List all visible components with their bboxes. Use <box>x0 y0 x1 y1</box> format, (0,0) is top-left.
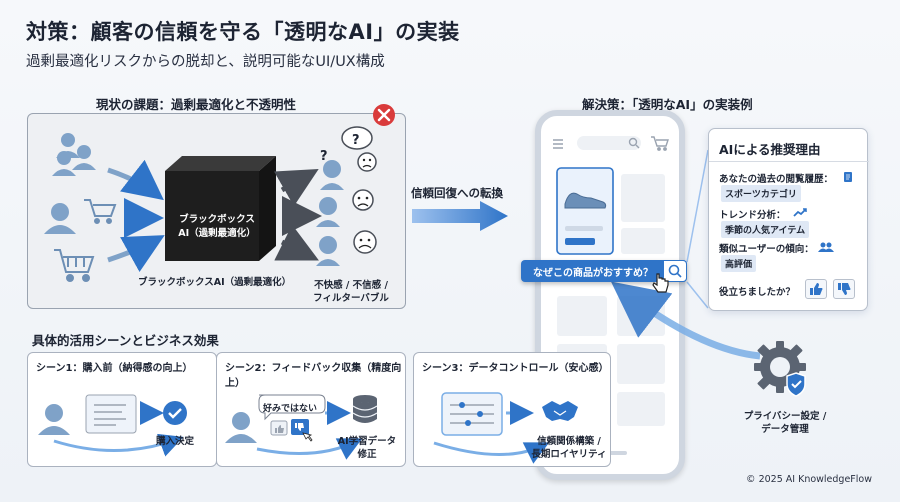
reaction-line1: 不快感 / 不信感 / <box>314 280 388 291</box>
scene-3-result-line2: 長期ロイヤリティ <box>531 449 607 460</box>
document-icon <box>844 172 852 182</box>
search-icon <box>628 137 640 149</box>
solution-heading: 解決策：「透明なAI」の実装例 <box>582 97 753 112</box>
feedback-bubble-text: 好みではない <box>262 404 317 414</box>
thumbs-down-icon <box>838 283 851 295</box>
problem-illustration: ? ? <box>44 126 377 282</box>
shopping-cart-icon <box>84 199 117 224</box>
black-box-line1: ブラックボックス <box>179 214 255 225</box>
privacy-line1: プライバシー設定 / <box>743 411 827 422</box>
close-icon <box>373 104 395 126</box>
scene-card-1: シーン1：購入前（納得感の向上） 購入決定 <box>27 352 217 467</box>
copyright: © 2025 AI KnowledgeFlow <box>746 474 872 485</box>
scenes-heading: 具体的活用シーンとビジネス効果 <box>32 333 219 348</box>
thumbs-up-icon <box>810 283 823 295</box>
user-group-icon <box>818 242 834 252</box>
scene-card-2: シーン2：フィードバック収集（精度向上） 好みではない AI学習データ 修正 <box>216 352 406 467</box>
check-circle-icon <box>163 401 187 425</box>
transition-label: 信頼回復への転換 <box>411 186 503 200</box>
speech-bubble <box>258 394 326 421</box>
why-recommended-button[interactable]: なぜこの商品がおすすめ？ <box>521 260 687 282</box>
reason-label-trend: トレンド分析： <box>719 210 786 221</box>
user-icon <box>44 203 76 234</box>
user-icon <box>38 404 70 435</box>
reason-value-history: スポーツカテゴリ <box>721 185 801 202</box>
sad-face-icon <box>316 189 374 227</box>
search-bar <box>577 136 641 150</box>
sneaker-icon <box>564 192 607 209</box>
recommendation-reason-card: AIによる推奨理由 あなたの過去の閲覧履歴： スポーツカテゴリ トレンド分析： … <box>708 128 869 311</box>
reason-label-similar: 類似ユーザーの傾向： <box>719 244 814 255</box>
feedback-label: 役立ちましたか？ <box>719 287 796 298</box>
scene-1-result: 購入決定 <box>155 436 194 447</box>
menu-icon <box>553 139 563 149</box>
thumbs-down-icon <box>291 419 309 435</box>
transition-arrow <box>412 201 508 231</box>
cart-icon <box>651 136 669 151</box>
product-card-highlight <box>556 167 614 255</box>
reaction-line2: フィルターバブル <box>313 293 389 304</box>
scene-3-title: シーン3：データコントロール（安心感） <box>422 363 609 374</box>
thumbs-up-icon <box>270 420 288 436</box>
thumbs-down-button[interactable] <box>833 279 855 299</box>
black-box-cube <box>165 156 276 261</box>
scene-card-3: シーン3：データコントロール（安心感） 信頼関係構築 / 長期ロイヤリティ <box>413 352 611 467</box>
privacy-line2: データ管理 <box>761 424 809 435</box>
privacy-gear-icon[interactable] <box>748 335 818 405</box>
document-card <box>85 394 137 434</box>
scene-2-result-line2: 修正 <box>357 449 377 460</box>
thumbs-up-button[interactable] <box>805 279 827 299</box>
reason-value-similar: 高評価 <box>721 255 757 272</box>
search-icon[interactable] <box>663 260 687 282</box>
user-icon <box>225 412 257 443</box>
confused-face-icon: ? ? <box>320 126 377 190</box>
trend-up-icon <box>793 208 807 217</box>
why-recommended-label: なぜこの商品がおすすめ？ <box>533 267 653 279</box>
user-group-icon <box>52 133 96 176</box>
page-subtitle: 過剰最適化リスクからの脱却と、説明可能なUI/UX構成 <box>26 54 385 70</box>
scene-1-title: シーン1：購入前（納得感の向上） <box>36 363 193 374</box>
reason-card-title: AIによる推奨理由 <box>719 142 821 157</box>
scene-3-result-line1: 信頼関係構築 / <box>537 436 601 447</box>
problem-heading: 現状の課題：過剰最適化と不透明性 <box>96 97 297 112</box>
upset-face-icon <box>316 230 377 266</box>
svg-text:?: ? <box>320 149 328 164</box>
reason-label-history: あなたの過去の閲覧履歴： <box>719 174 834 185</box>
page-title: 対策：顧客の信頼を守る「透明なAI」の実装 <box>26 20 460 44</box>
scene-2-title: シーン2：フィードバック収集（精度向上） <box>225 363 402 389</box>
scene-2-result-line1: AI学習データ <box>337 436 397 447</box>
cursor-hand-icon <box>652 273 669 293</box>
handshake-icon <box>542 401 578 421</box>
shopping-cart-icon <box>54 249 95 282</box>
black-box-caption: ブラックボックスAI（過剰最適化） <box>138 277 292 288</box>
reason-value-trend: 季節の人気アイテム <box>721 221 810 238</box>
black-box-line2: AI（過剰最適化） <box>178 228 256 239</box>
settings-panel-icon <box>441 392 503 436</box>
problem-panel: ? ? ブラックボックス AI（過剰最適化） ブラックボックスAI（過剰最適化）… <box>27 113 406 309</box>
svg-text:?: ? <box>352 133 360 148</box>
database-icon <box>352 395 378 423</box>
